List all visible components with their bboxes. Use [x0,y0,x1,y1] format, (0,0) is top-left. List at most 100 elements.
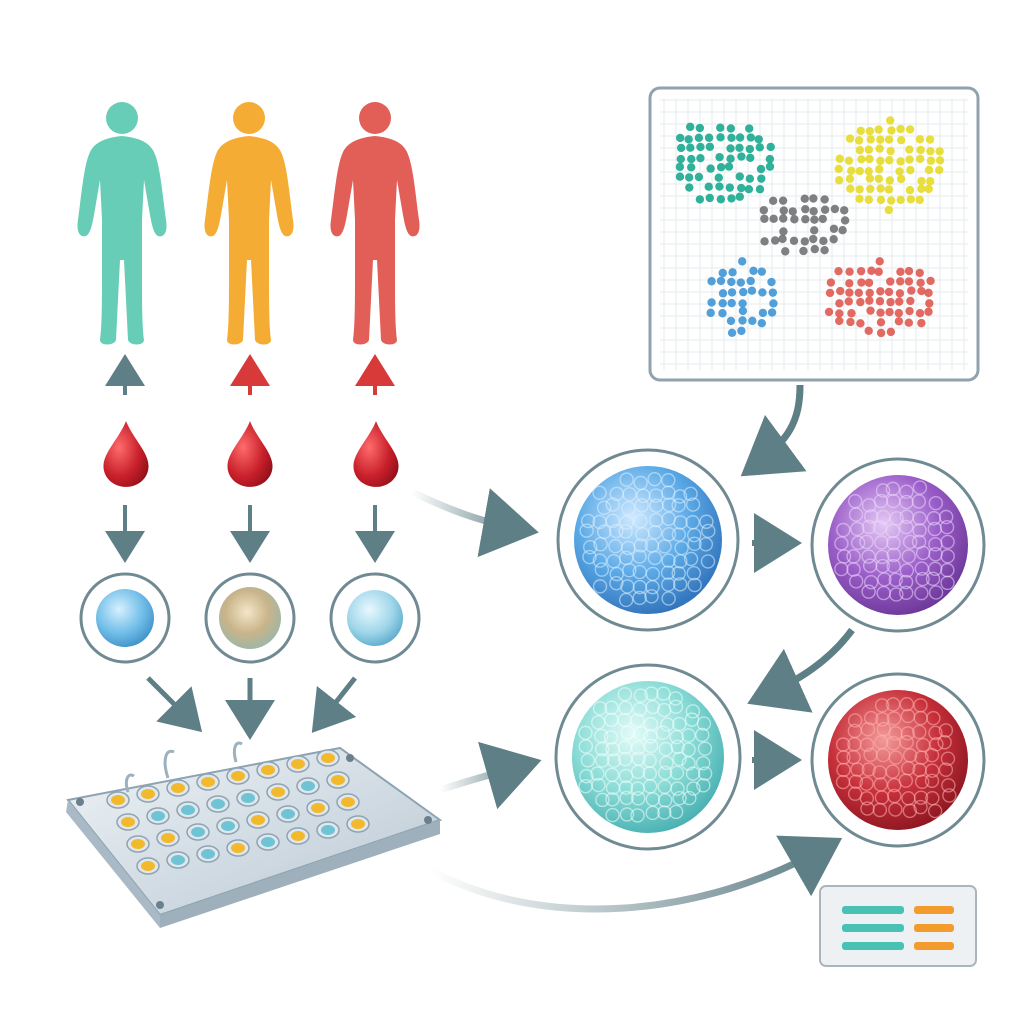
plot-point [926,156,936,165]
plot-point [715,152,724,162]
plot-point [739,287,748,297]
plate-well [141,789,155,799]
plot-point [746,276,755,286]
plot-point [925,299,934,308]
plate-well [321,753,335,763]
plot-point [896,267,905,276]
plot-point [906,165,915,175]
blue-cluster [706,257,778,337]
plot-point [726,144,735,153]
donor-2-group [204,102,294,345]
plate-well [331,775,345,785]
plot-point [875,257,884,266]
plot-point [935,147,944,156]
microfluidic-plate-icon [66,741,443,928]
plot-point [684,173,694,182]
organoid-cell-texture [835,697,957,819]
plot-point [765,154,775,164]
plot-point [876,184,885,193]
plot-point [925,135,935,144]
plot-point [779,227,788,236]
plot-point [885,176,894,185]
plot-point [675,172,685,181]
plot-point [714,173,723,182]
plot-point [864,145,874,154]
plot-point [906,195,916,204]
plot-to-organoid-arrow-icon [740,384,807,477]
plot-point [676,143,686,153]
plot-point [758,308,768,318]
plot-point [924,288,933,298]
plot-point [896,124,905,134]
plot-point [876,156,885,166]
plot-point [904,266,914,276]
plot-point [935,165,944,175]
plot-point [809,194,818,203]
plot-point [725,183,735,192]
plot-point [924,165,934,175]
plot-point [788,207,797,216]
plot-point [716,133,725,142]
plot-point [766,142,775,152]
flow-arrow-icon [410,488,539,558]
plate-well [161,833,175,843]
plot-point [845,174,855,183]
plot-point [724,162,734,171]
plot-point [926,177,935,186]
plot-point [906,296,915,306]
organoid-cell-texture [834,480,955,602]
plot-point [867,266,876,275]
plot-point [726,316,736,326]
plot-point [726,124,736,133]
plot-point [846,317,855,327]
plot-point [856,297,865,307]
plot-point [727,194,736,203]
plate-well [201,777,215,787]
plot-point [694,133,704,143]
plot-point [905,306,914,316]
plot-point [738,306,748,316]
diagonal-arrow-icon [747,627,855,713]
legend-card-icon [819,885,977,967]
plot-point [884,287,894,297]
plate-well [291,831,305,841]
plate-well [171,855,185,865]
plot-point [835,309,844,318]
plot-point [801,204,810,214]
plot-point [874,267,883,276]
plot-point [745,124,754,133]
plot-point [768,196,778,206]
plot-point [834,266,843,276]
plot-point [866,184,875,194]
plot-point [768,288,778,297]
plot-point [809,226,819,235]
plot-point [835,299,844,308]
plot-point [835,316,844,326]
plate-well [241,793,255,803]
plot-point [706,164,715,173]
plot-point [845,288,854,297]
plot-point [809,207,818,216]
organoid-crimson [810,672,986,848]
plot-point [790,215,799,224]
plot-point [926,146,935,156]
plot-point [737,152,746,161]
plot-point [845,267,854,276]
plot-point [864,326,873,336]
plate-well [321,825,335,835]
teal-cluster [675,122,775,204]
plot-point [718,268,727,278]
plot-point [917,286,926,296]
plot-point [894,308,904,318]
plot-point [856,126,865,136]
plot-point [686,163,696,172]
plot-point [716,276,726,286]
plot-point [866,135,875,144]
plot-point [704,182,713,191]
plot-point [789,236,799,245]
plot-point [686,143,695,152]
plot-point [924,184,933,194]
small-organoid-1 [79,572,171,664]
plot-point [824,307,834,317]
organoid-purple [810,457,986,633]
